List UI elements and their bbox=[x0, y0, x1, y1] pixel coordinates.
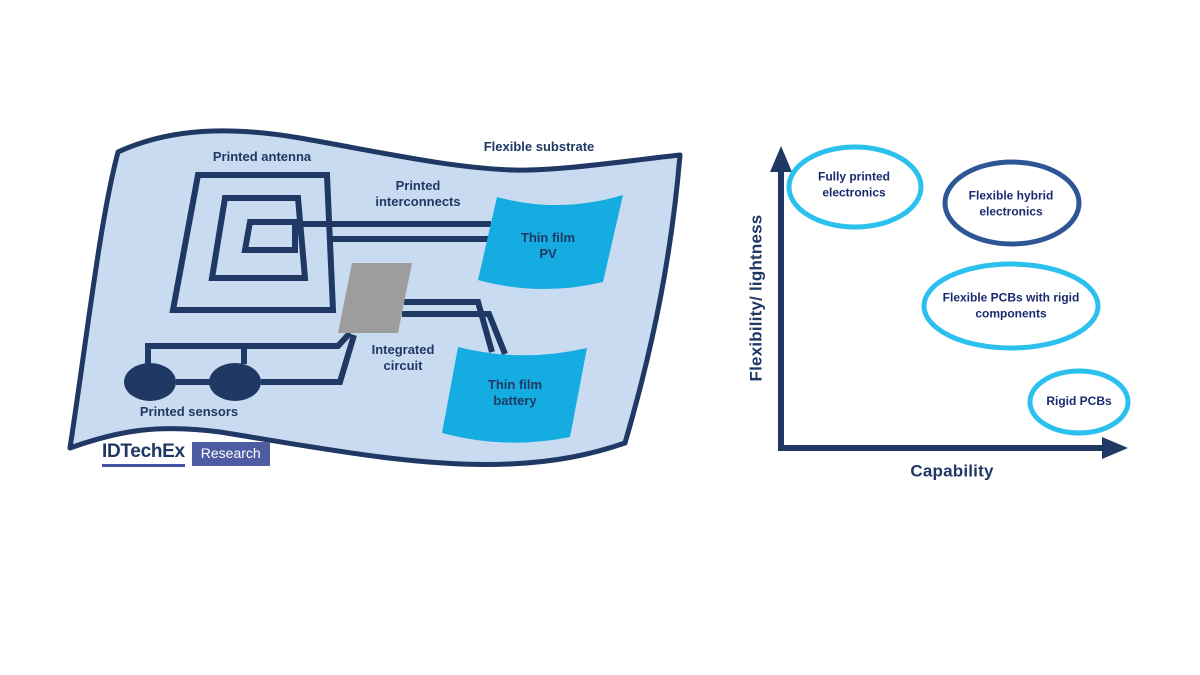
bubble-label-flexible-pcbs: Flexible PCBs with rigid components bbox=[942, 290, 1080, 320]
printed-sensors-group bbox=[124, 363, 261, 401]
printed-sensors-label: Printed sensors bbox=[139, 404, 239, 420]
thin-film-battery-label: Thin film battery bbox=[487, 377, 543, 408]
bubble-flexible-pcbs-rigid-components bbox=[921, 261, 1101, 351]
trace-ic-to-battery-1 bbox=[404, 299, 495, 353]
thin-film-pv-panel bbox=[478, 195, 623, 290]
chart-bubbles bbox=[786, 144, 1131, 436]
antenna-ring-inner bbox=[241, 219, 298, 253]
thin-film-battery-panel bbox=[442, 347, 587, 443]
y-axis-label: Flexibility/ lightness bbox=[746, 214, 766, 382]
printed-sensor-dot bbox=[124, 363, 176, 401]
x-axis-label: Capability bbox=[910, 461, 994, 481]
bubble-fully-printed-electronics bbox=[786, 144, 924, 230]
bubble-rigid-pcbs bbox=[1027, 368, 1131, 436]
flexible-substrate-label: Flexible substrate bbox=[483, 139, 595, 155]
printed-antenna-spiral bbox=[169, 172, 337, 313]
thin-film-pv-label: Thin film PV bbox=[520, 230, 576, 261]
chart-axes bbox=[778, 170, 1104, 451]
integrated-circuit-chip bbox=[338, 263, 412, 333]
idtechex-logo: IDTechEx Research bbox=[102, 442, 270, 467]
trace-ic-to-battery-2 bbox=[402, 311, 508, 356]
printed-interconnects-label: Printed interconnects bbox=[375, 178, 461, 209]
idtechex-logo-research-badge: Research bbox=[191, 442, 270, 466]
bubble-flexible-hybrid-electronics bbox=[942, 159, 1082, 247]
bubble-label-fully-printed: Fully printed electronics bbox=[818, 169, 890, 199]
idtechex-logo-brand: IDTechEx bbox=[102, 442, 185, 467]
antenna-ring-middle bbox=[208, 195, 309, 281]
bubble-label-flexible-hybrid: Flexible hybrid electronics bbox=[968, 188, 1054, 218]
antenna-ring-outer bbox=[169, 172, 337, 313]
x-axis-arrowhead bbox=[1102, 437, 1128, 459]
printed-interconnect-traces bbox=[145, 221, 508, 385]
bubble-label-rigid-pcbs: Rigid PCBs bbox=[1046, 394, 1112, 409]
printed-sensor-dot bbox=[209, 363, 261, 401]
integrated-circuit-label: Integrated circuit bbox=[371, 342, 435, 373]
printed-antenna-label: Printed antenna bbox=[212, 149, 312, 165]
chart-axis-arrowheads bbox=[770, 146, 1128, 459]
trace-sensor-to-ic-2 bbox=[261, 334, 357, 385]
y-axis-arrowhead bbox=[770, 146, 792, 172]
